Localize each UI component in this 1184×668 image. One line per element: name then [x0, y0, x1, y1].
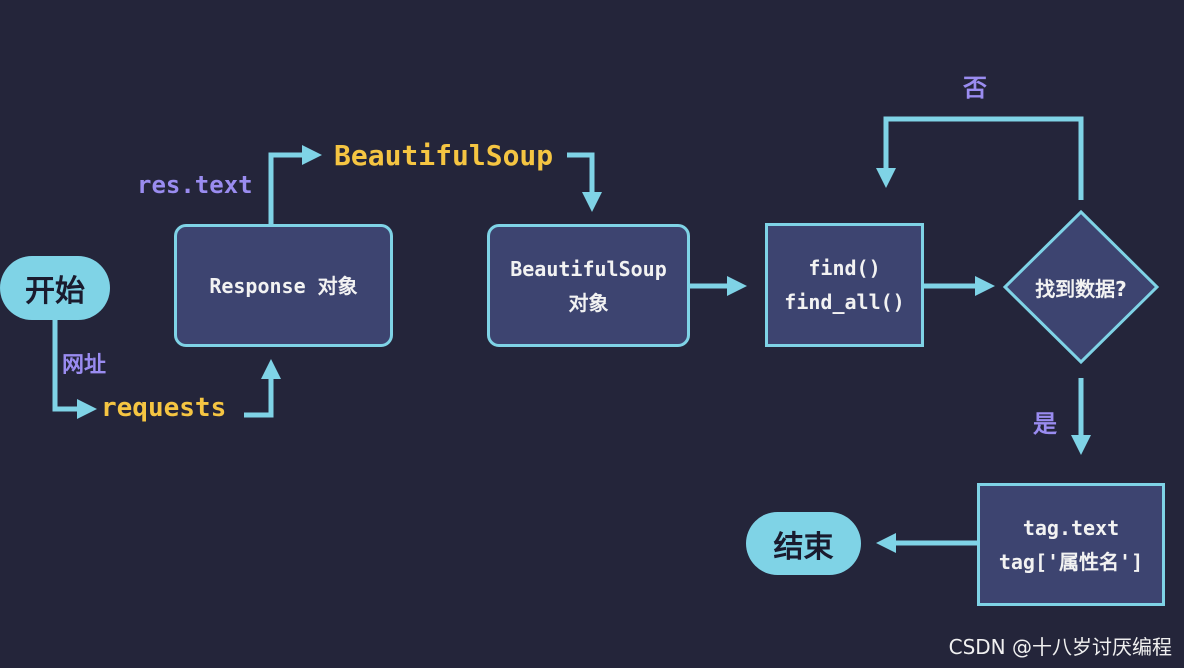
find-method-label: find() [808, 256, 881, 280]
response-object-box: Response 对象 [174, 224, 393, 347]
decision-diamond [1002, 209, 1160, 365]
beautifulsoup-object-line2: 对象 [568, 290, 609, 315]
tag-attribute-label: tag['属性名'] [998, 549, 1144, 574]
res-text-label: res.text [137, 171, 253, 199]
beautifulsoup-label: BeautifulSoup [334, 139, 554, 172]
no-label: 否 [963, 74, 987, 102]
tag-access-box: tag.text tag['属性名'] [977, 483, 1165, 606]
beautifulsoup-object-line1: BeautifulSoup [510, 256, 667, 281]
arrow-decision-no-loop [876, 116, 1084, 200]
beautifulsoup-object-box: BeautifulSoup 对象 [487, 224, 690, 347]
start-node: 开始 [0, 256, 110, 320]
end-node: 结束 [746, 512, 861, 575]
url-label: 网址 [62, 353, 107, 378]
tag-text-label: tag.text [1022, 515, 1120, 540]
watermark-text: CSDN @十八岁讨厌编程 [948, 635, 1172, 659]
arrow-requests-to-response [244, 359, 281, 418]
response-object-label: Response 对象 [209, 273, 358, 298]
arrow-start-to-requests [52, 318, 97, 419]
start-label: 开始 [25, 274, 85, 309]
arrow-response-to-beautifulsoup [268, 145, 322, 224]
requests-label: requests [101, 393, 227, 423]
end-label: 结束 [773, 529, 834, 565]
find-all-method-label: find_all() [784, 290, 905, 314]
yes-label: 是 [1033, 410, 1057, 438]
find-methods-box: find() find_all() [765, 223, 924, 347]
arrow-beautifulsoup-to-object [567, 152, 602, 212]
decision-label: 找到数据? [1035, 277, 1127, 301]
